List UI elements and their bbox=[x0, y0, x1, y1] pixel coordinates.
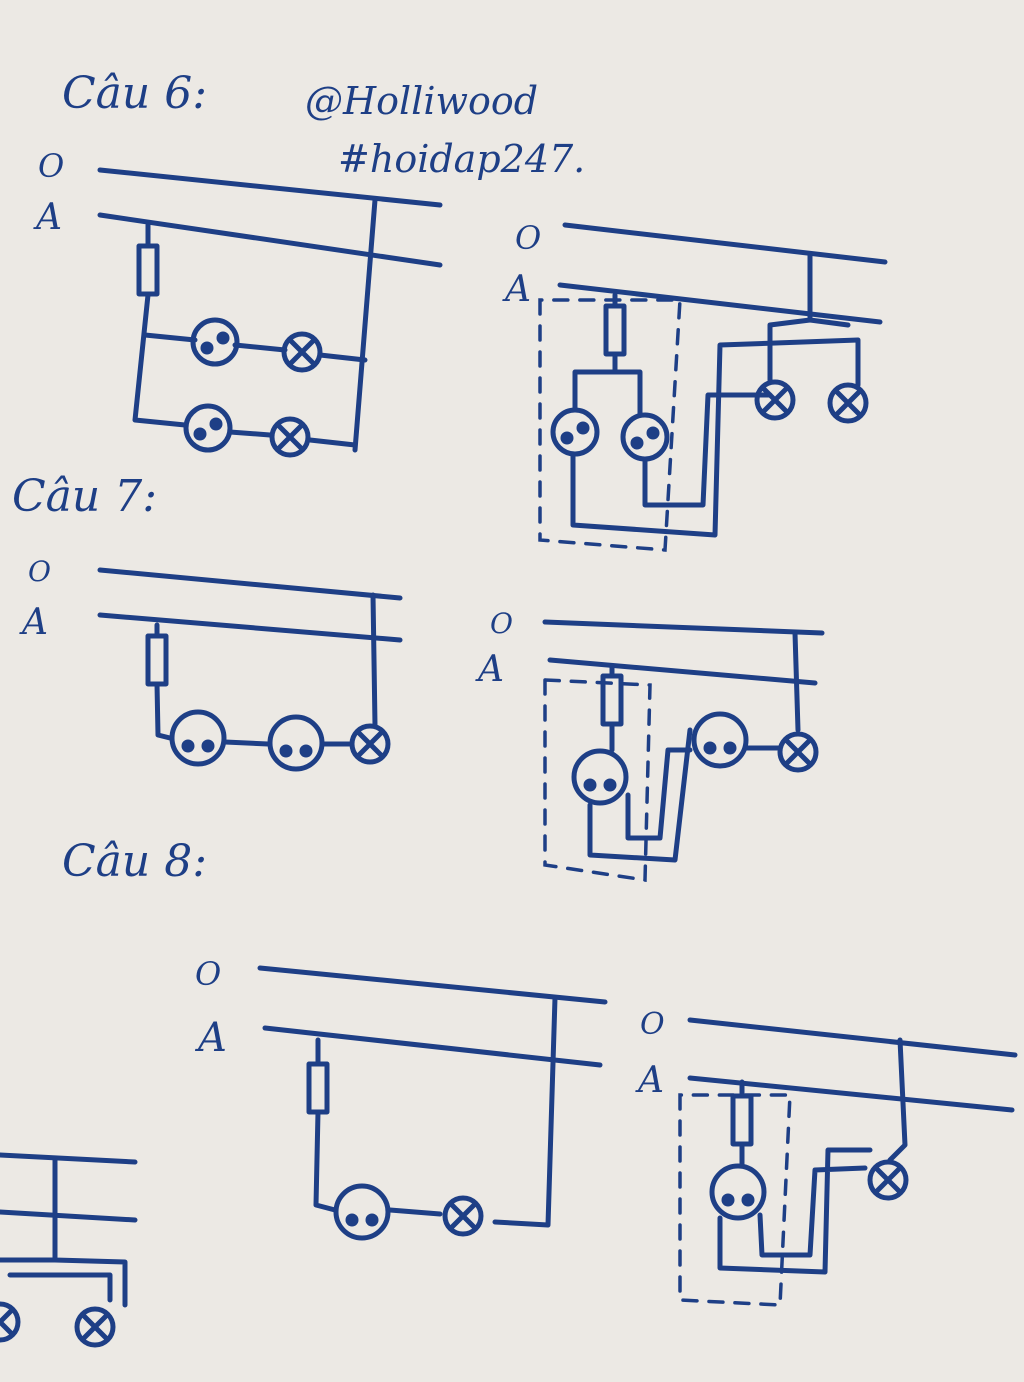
q8b-line-label: A bbox=[638, 1060, 664, 1101]
q6b-line-wire bbox=[557, 282, 883, 325]
q8-neutral-label: O bbox=[195, 955, 222, 993]
q6-neutral-wire bbox=[97, 167, 443, 208]
q8b-wires bbox=[717, 1147, 873, 1275]
q6b-wire-1 bbox=[570, 337, 861, 538]
q7b-wires bbox=[587, 727, 693, 863]
q6-bulb-1-icon bbox=[284, 334, 320, 370]
q8-feed-wire bbox=[313, 1037, 443, 1217]
q8-installation bbox=[678, 1017, 1018, 1307]
q6b-feed-wire bbox=[572, 292, 643, 418]
q7-socket-icon bbox=[172, 712, 224, 764]
q7b-neutral-label: O bbox=[490, 607, 513, 640]
q6-line-wire bbox=[97, 212, 443, 268]
q8b-fuse-icon bbox=[733, 1096, 751, 1144]
question-6-title: Câu 6: bbox=[62, 68, 208, 119]
q6b-wire-2 bbox=[642, 392, 773, 508]
q8b-bulb-icon bbox=[870, 1162, 906, 1198]
q6b-panel-outline bbox=[538, 298, 682, 552]
q7-schematic bbox=[97, 567, 403, 769]
site-tag: #hoidap247. bbox=[338, 137, 586, 181]
question-7-title: Câu 7: bbox=[12, 471, 158, 522]
cropped-wires bbox=[0, 1155, 128, 1308]
q7b-neutral-wire bbox=[542, 619, 825, 636]
q6b-bulb-2-icon bbox=[830, 385, 866, 421]
q6b-line-label: A bbox=[505, 269, 531, 310]
q6-branch-top bbox=[142, 332, 368, 363]
q6-feed-wire bbox=[132, 222, 188, 428]
q6-fuse-icon bbox=[139, 246, 157, 294]
q6-neutral-label: O bbox=[38, 147, 65, 185]
q8b-neutral-drop bbox=[887, 1037, 908, 1163]
q7-line-label: A bbox=[22, 602, 48, 643]
q6-bulb-2-icon bbox=[272, 419, 308, 455]
q8-socket-icon bbox=[336, 1186, 388, 1238]
q7b-bulb-wires bbox=[742, 630, 801, 751]
q7b-socket-icon bbox=[574, 751, 626, 803]
q8b-neutral-label: O bbox=[640, 1007, 665, 1042]
q6-switch-2-icon bbox=[186, 406, 230, 450]
q7-neutral-wire bbox=[97, 567, 403, 601]
q7b-socket-2-icon bbox=[694, 714, 746, 766]
q7-fuse-icon bbox=[148, 636, 166, 684]
cropped-bulb-2-icon bbox=[77, 1309, 113, 1345]
q7-neutral-label: O bbox=[28, 555, 51, 588]
q6-installation bbox=[538, 222, 888, 552]
cropped-line-wire bbox=[0, 1209, 138, 1223]
q7-feed-wire bbox=[154, 622, 355, 747]
q8b-neutral-wire bbox=[687, 1017, 1018, 1058]
question-8-title: Câu 8: bbox=[62, 836, 208, 887]
q6b-neutral-label: O bbox=[515, 219, 542, 257]
q7-return-wire bbox=[370, 592, 378, 728]
q6b-fuse-icon bbox=[606, 306, 624, 354]
q8-schematic bbox=[257, 965, 608, 1238]
q8-bulb-icon bbox=[445, 1198, 481, 1234]
q7-installation bbox=[542, 619, 825, 883]
q8b-panel-outline bbox=[678, 1093, 792, 1307]
q7-socket-2-icon bbox=[270, 717, 322, 769]
q7-bulb-icon bbox=[352, 726, 388, 762]
q6-schematic bbox=[97, 167, 443, 455]
q7b-line-wire bbox=[547, 657, 818, 686]
q6b-neutral-wire bbox=[562, 222, 888, 265]
q7-line-wire bbox=[97, 612, 403, 643]
q8-return-wire bbox=[492, 995, 558, 1228]
q6-return-wire bbox=[352, 197, 378, 453]
q6b-bulb-1-icon bbox=[757, 382, 793, 418]
q6b-neutral-drop bbox=[767, 252, 851, 383]
q7b-bulb-icon bbox=[780, 734, 816, 770]
q8-line-wire bbox=[262, 1025, 603, 1068]
cropped-diagram bbox=[0, 1152, 138, 1345]
q8b-socket-icon bbox=[712, 1166, 764, 1218]
q6b-switch-1-icon bbox=[553, 410, 597, 454]
q7b-line-label: A bbox=[478, 649, 504, 690]
cropped-bulb-1-icon bbox=[0, 1304, 18, 1340]
cropped-neutral-wire bbox=[0, 1152, 138, 1165]
q7b-panel-outline bbox=[543, 678, 652, 883]
q6-switch-1-icon bbox=[193, 320, 237, 364]
q8-fuse-icon bbox=[309, 1064, 327, 1112]
q6-line-label: A bbox=[36, 197, 62, 238]
q6b-switch-2-icon bbox=[623, 415, 667, 459]
q8-neutral-wire bbox=[257, 965, 608, 1005]
q6-branch-bottom bbox=[227, 429, 358, 448]
q8-line-label: A bbox=[198, 1015, 227, 1061]
author-handle: @Holliwood bbox=[305, 79, 539, 123]
